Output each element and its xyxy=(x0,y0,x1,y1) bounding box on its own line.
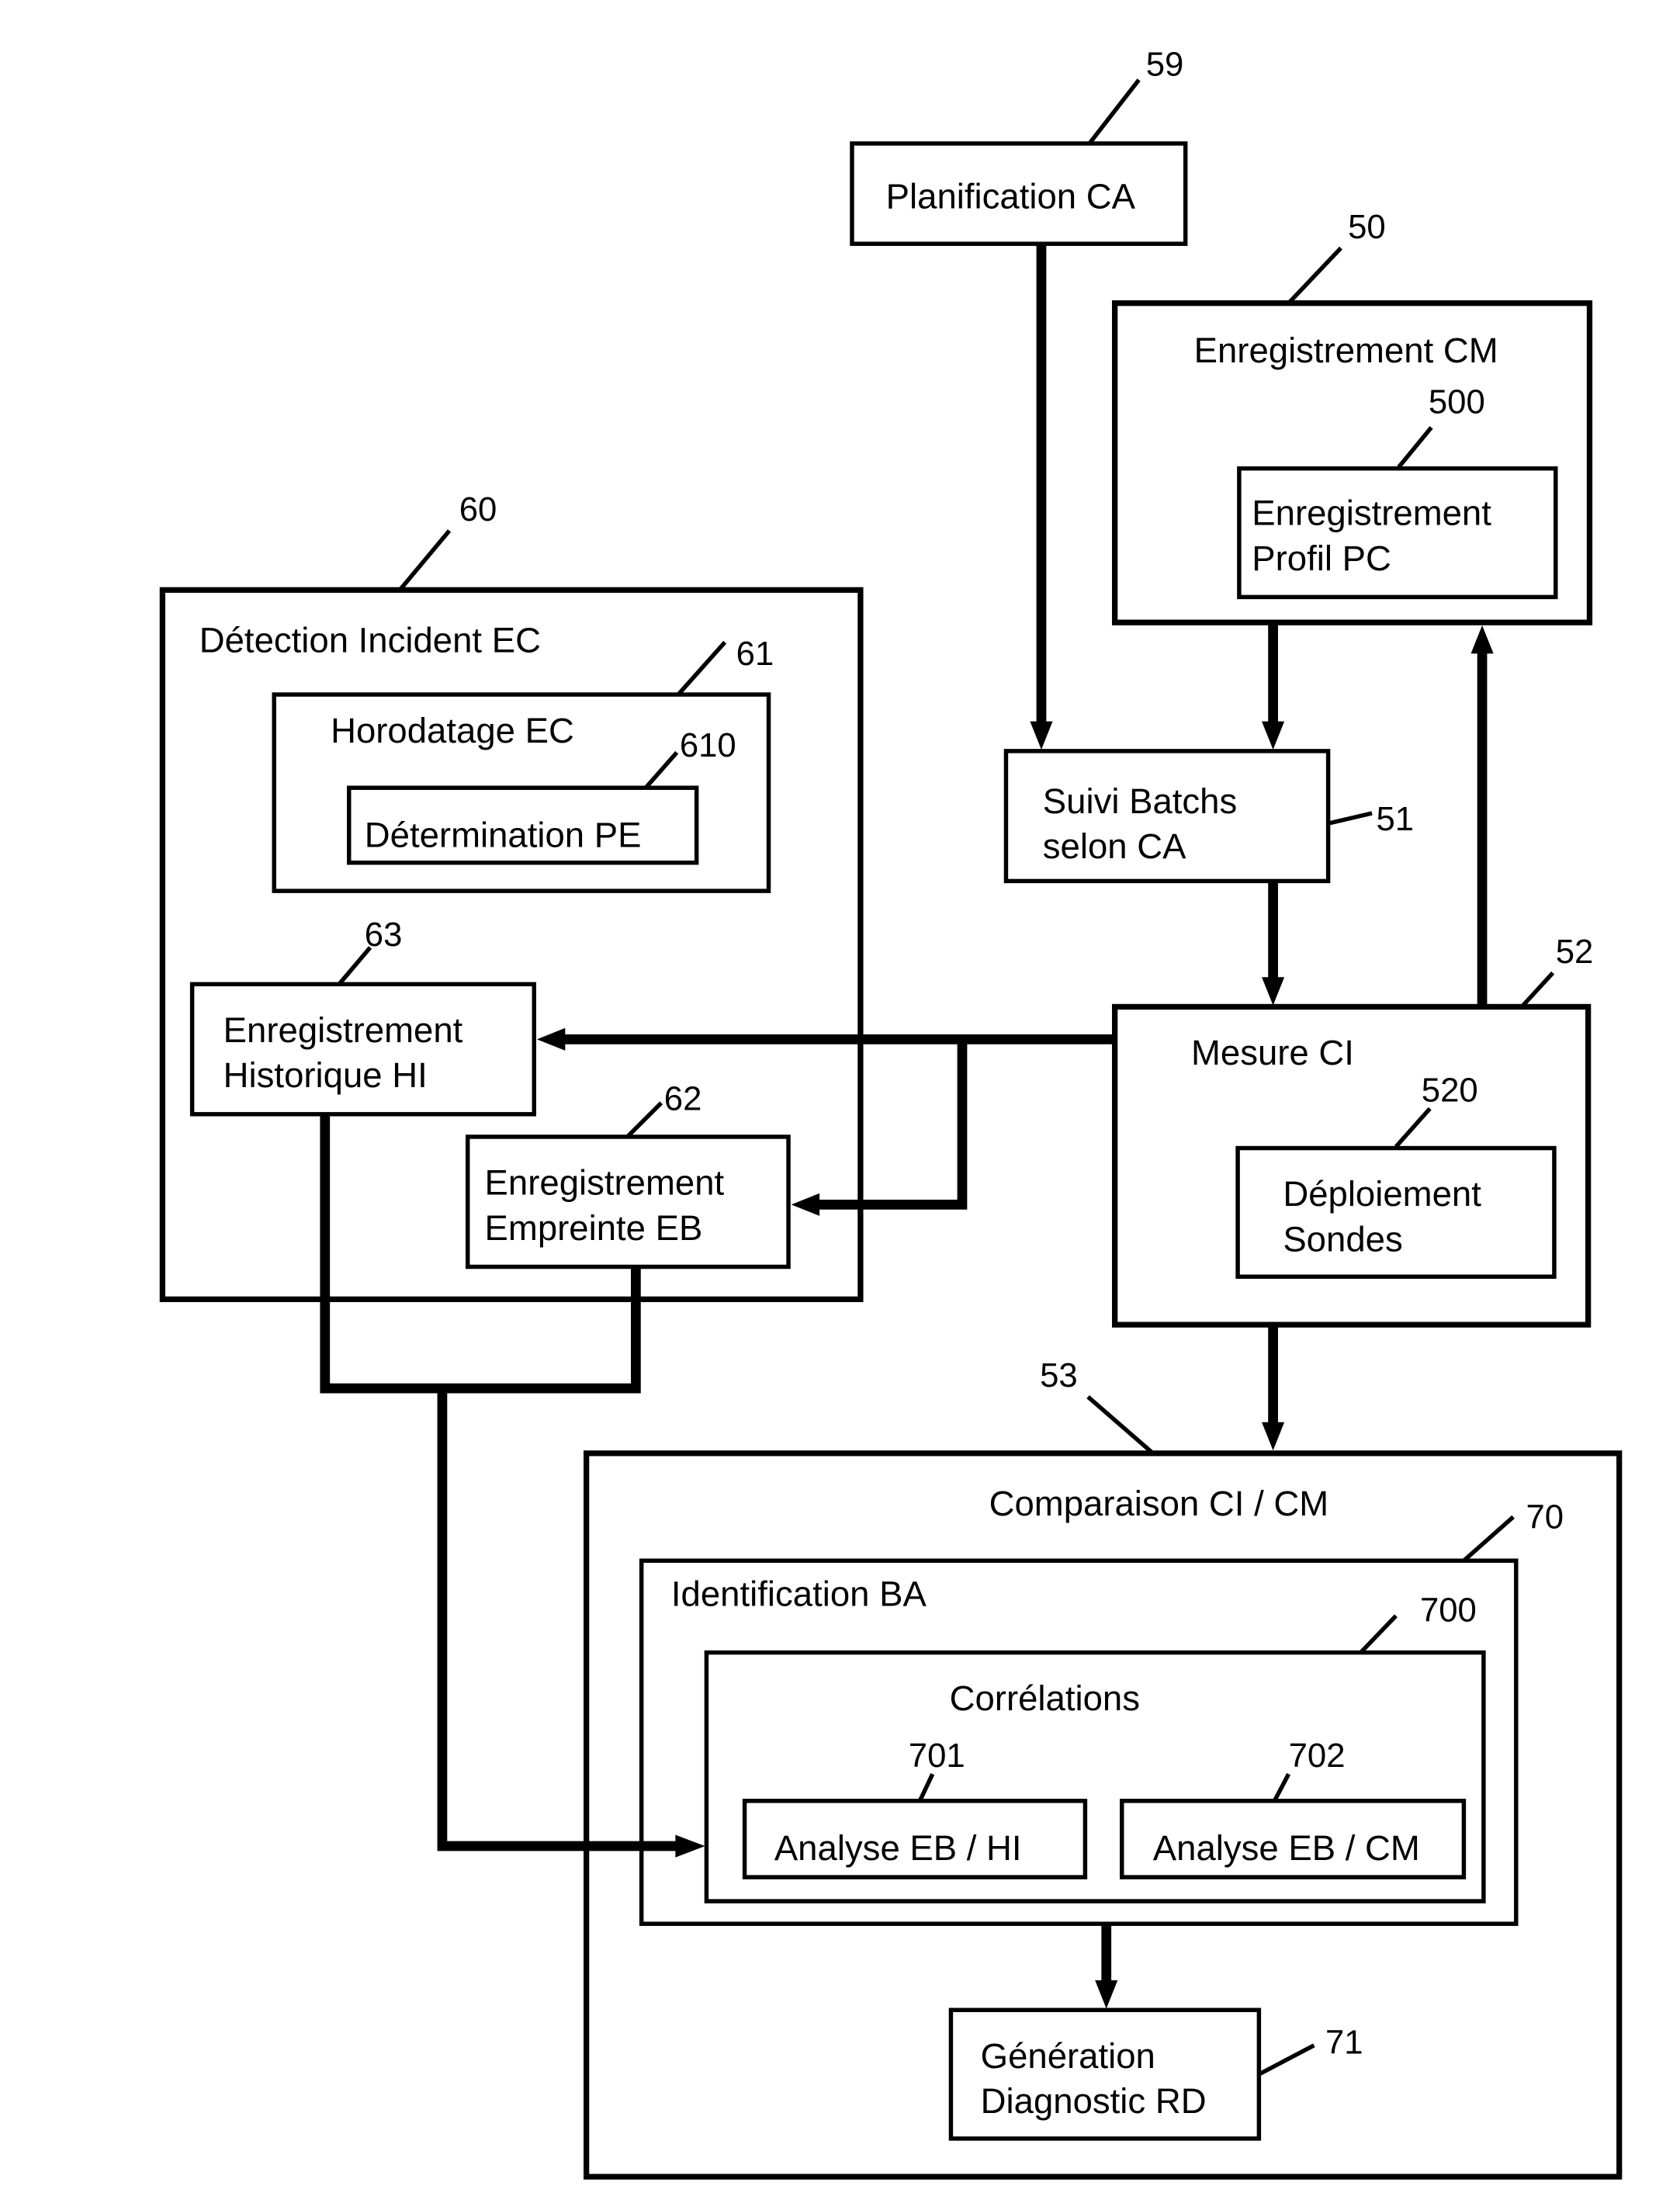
ref-61: 61 xyxy=(736,635,774,673)
ref-520-leader xyxy=(1394,1107,1432,1148)
ref-700: 700 xyxy=(1420,1592,1477,1630)
block-51-label-line1: Suivi Batchs xyxy=(1043,781,1237,821)
ref-702: 702 xyxy=(1289,1737,1346,1775)
block-enregistrement-cm: Enregistrement CM 50 Enregistrement Prof… xyxy=(1112,208,1593,625)
ref-59: 59 xyxy=(1146,46,1184,84)
block-detection-incident-ec: Détection Incident EC 60 Horodatage EC 6… xyxy=(159,490,864,1303)
block-59-frame xyxy=(850,141,1188,246)
ref-50: 50 xyxy=(1348,208,1386,246)
block-63-label-line2: Historique HI xyxy=(223,1055,428,1095)
ref-52: 52 xyxy=(1556,933,1594,971)
ref-70-leader xyxy=(1462,1515,1515,1563)
block-62-frame xyxy=(465,1134,791,1270)
ref-63: 63 xyxy=(365,916,403,954)
block-51-label-line2: selon CA xyxy=(1043,826,1186,866)
ref-53: 53 xyxy=(1040,1356,1078,1394)
block-702-frame xyxy=(1120,1799,1467,1879)
arrowhead-icon xyxy=(1262,977,1285,1006)
block-71-frame xyxy=(948,2007,1262,2141)
ref-62-leader xyxy=(625,1101,663,1138)
block-53-label: Comparaison CI / CM xyxy=(989,1484,1329,1523)
block-701-frame xyxy=(742,1799,1088,1879)
connector-50-to-51 xyxy=(1262,622,1285,750)
ref-70: 70 xyxy=(1526,1498,1564,1536)
block-51-frame xyxy=(1003,749,1331,884)
block-610-label: Détermination PE xyxy=(365,816,642,855)
ref-71-leader xyxy=(1259,2043,1315,2076)
connector-52-to-50 xyxy=(1470,625,1494,1007)
block-500-frame xyxy=(1237,466,1558,600)
arrowhead-icon xyxy=(1262,721,1285,750)
ref-51: 51 xyxy=(1377,800,1415,838)
ref-50-leader xyxy=(1287,246,1342,305)
ref-701-leader xyxy=(917,1773,935,1802)
connector-70-to-71 xyxy=(1095,1924,1118,2009)
ref-702-leader xyxy=(1272,1772,1291,1803)
ref-701: 701 xyxy=(909,1737,965,1775)
block-planification-ca: Planification CA 59 xyxy=(850,46,1188,246)
ref-71: 71 xyxy=(1325,2024,1363,2062)
block-suivi-batchs: Suivi Batchs selon CA 51 xyxy=(1003,749,1415,884)
connector-52-to-62 xyxy=(791,1039,968,1216)
block-70-label: Identification BA xyxy=(671,1574,927,1613)
ref-59-leader xyxy=(1087,78,1141,145)
arrowhead-icon xyxy=(1470,625,1494,654)
block-520-label-line2: Sondes xyxy=(1283,1219,1402,1259)
block-60-label: Détection Incident EC xyxy=(199,620,541,660)
block-63-label-line1: Enregistrement xyxy=(223,1010,463,1050)
connector-52-to-63 xyxy=(536,1027,1115,1051)
block-comparaison-ci-cm: Comparaison CI / CM 53 Identification BA… xyxy=(584,1356,1623,2180)
arrowhead-icon xyxy=(1095,1980,1118,2009)
arrowhead-icon xyxy=(1262,1422,1285,1451)
connector-52-to-53 xyxy=(1262,1325,1285,1451)
block-52-label: Mesure CI xyxy=(1191,1033,1354,1072)
ref-500: 500 xyxy=(1429,383,1485,421)
ref-60-leader xyxy=(398,529,452,592)
block-701-label: Analyse EB / HI xyxy=(774,1828,1022,1868)
block-500-label-line1: Enregistrement xyxy=(1252,494,1491,533)
arrowhead-icon xyxy=(675,1834,705,1858)
block-63-frame xyxy=(189,982,537,1117)
arrowhead-icon xyxy=(536,1027,566,1051)
ref-53-leader xyxy=(1086,1394,1155,1455)
block-71-label-line2: Diagnostic RD xyxy=(981,2081,1207,2121)
ref-51-leader xyxy=(1328,811,1373,826)
block-500-label-line2: Profil PC xyxy=(1252,539,1391,578)
connector-51-to-52 xyxy=(1262,881,1285,1006)
block-62-label-line1: Enregistrement xyxy=(485,1163,725,1203)
connector-59-to-51 xyxy=(1030,244,1053,750)
ref-500-leader xyxy=(1397,426,1433,469)
ref-520: 520 xyxy=(1422,1071,1478,1109)
block-520-label-line1: Déploiement xyxy=(1283,1174,1481,1214)
block-50-label: Enregistrement CM xyxy=(1194,331,1498,370)
arrowhead-icon xyxy=(791,1193,820,1216)
ref-610: 610 xyxy=(680,726,736,764)
block-mesure-ci: Mesure CI 52 Déploiement Sondes 520 xyxy=(1112,933,1594,1328)
ref-61-leader xyxy=(676,640,727,696)
block-610-frame xyxy=(347,785,699,865)
ref-62: 62 xyxy=(664,1079,702,1117)
connector-63-62-to-700 xyxy=(320,1114,705,1858)
arrowhead-icon xyxy=(1030,721,1053,750)
block-700-label: Corrélations xyxy=(950,1678,1140,1718)
block-62-label-line2: Empreinte EB xyxy=(485,1208,703,1248)
ref-63-leader xyxy=(337,946,372,986)
block-520-frame xyxy=(1235,1145,1557,1279)
block-61-label: Horodatage EC xyxy=(331,711,574,750)
block-59-label: Planification CA xyxy=(886,177,1136,216)
ref-52-leader xyxy=(1520,971,1555,1009)
ref-60: 60 xyxy=(459,490,497,528)
block-702-label: Analyse EB / CM xyxy=(1153,1828,1420,1868)
ref-700-leader xyxy=(1359,1614,1398,1654)
ref-610-leader xyxy=(644,750,679,790)
block-71-label-line1: Génération xyxy=(981,2036,1155,2076)
